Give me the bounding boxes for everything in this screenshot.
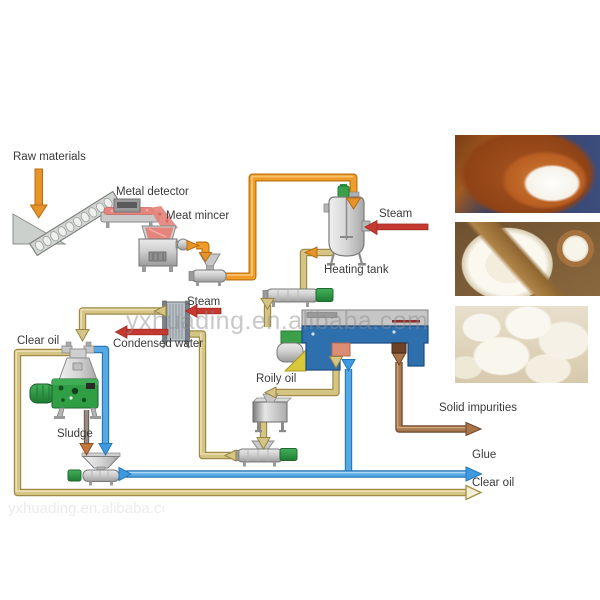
- label-steam-heating-tank: Steam: [379, 208, 413, 220]
- label-glue: Glue: [472, 449, 497, 461]
- steam-arrow-heat-exchanger: [184, 304, 222, 318]
- roily-oil-tank: [252, 393, 292, 433]
- label-metal-detector: Metal detector: [116, 186, 189, 198]
- label-clear-oil-separator: Clear oil: [17, 335, 60, 347]
- label-clear-oil-output: Clear oil: [472, 477, 515, 489]
- pipe-heat-exchanger-to-separator: [78, 307, 163, 331]
- steam-arrow-heating-tank: [364, 219, 429, 236]
- pipe-separator-water-to-hopper: [94, 345, 110, 445]
- watermark-center: yxhuading.en.alibaba.com: [126, 307, 429, 335]
- pipe-heating-tank-to-pump: [299, 248, 333, 289]
- pipe-feed-pump-to-heating-tank: [226, 173, 358, 281]
- heating-tank-machine: [323, 184, 371, 266]
- label-sludge: Sludge: [57, 428, 93, 440]
- label-roily-oil: Roily oil: [256, 373, 297, 385]
- disc-separator-machine: [29, 341, 101, 419]
- label-solid-impurities: Solid impurities: [439, 402, 517, 414]
- meat-mincer-machine: [138, 225, 189, 272]
- label-heating-tank: Heating tank: [324, 264, 389, 276]
- watermark-bottom: yxhuading.en.alibaba.com: [8, 500, 164, 517]
- label-meat-mincer: Meat mincer: [166, 210, 230, 222]
- heating-tank-discharge-pump: [262, 288, 334, 307]
- condensed-water-arrow: [114, 325, 169, 339]
- photo-cream-bowl-with-spoon: [455, 222, 600, 296]
- sludge-hopper-pump: [67, 452, 121, 486]
- inclined-conveyor: [12, 190, 122, 257]
- photo-cream-in-carved-spoon: [455, 135, 600, 213]
- label-raw-materials: Raw materials: [13, 151, 86, 163]
- label-steam-heat-exchanger: Steam: [187, 296, 221, 308]
- pipe-glue-line: [126, 470, 466, 478]
- pipe-roily-pump-to-heat-exchanger: [188, 330, 237, 460]
- photo-lard-texture: [455, 306, 588, 383]
- label-condensed-water: Condensed water: [113, 338, 204, 350]
- pipe-solid-impurities: [395, 362, 466, 433]
- pipe-clear-oil-loop: [13, 348, 466, 497]
- pipe-decanter-to-roily-tank: [274, 365, 340, 397]
- flow-arrowheads: [75, 197, 483, 501]
- raw-material-feed-arrow: [29, 168, 48, 219]
